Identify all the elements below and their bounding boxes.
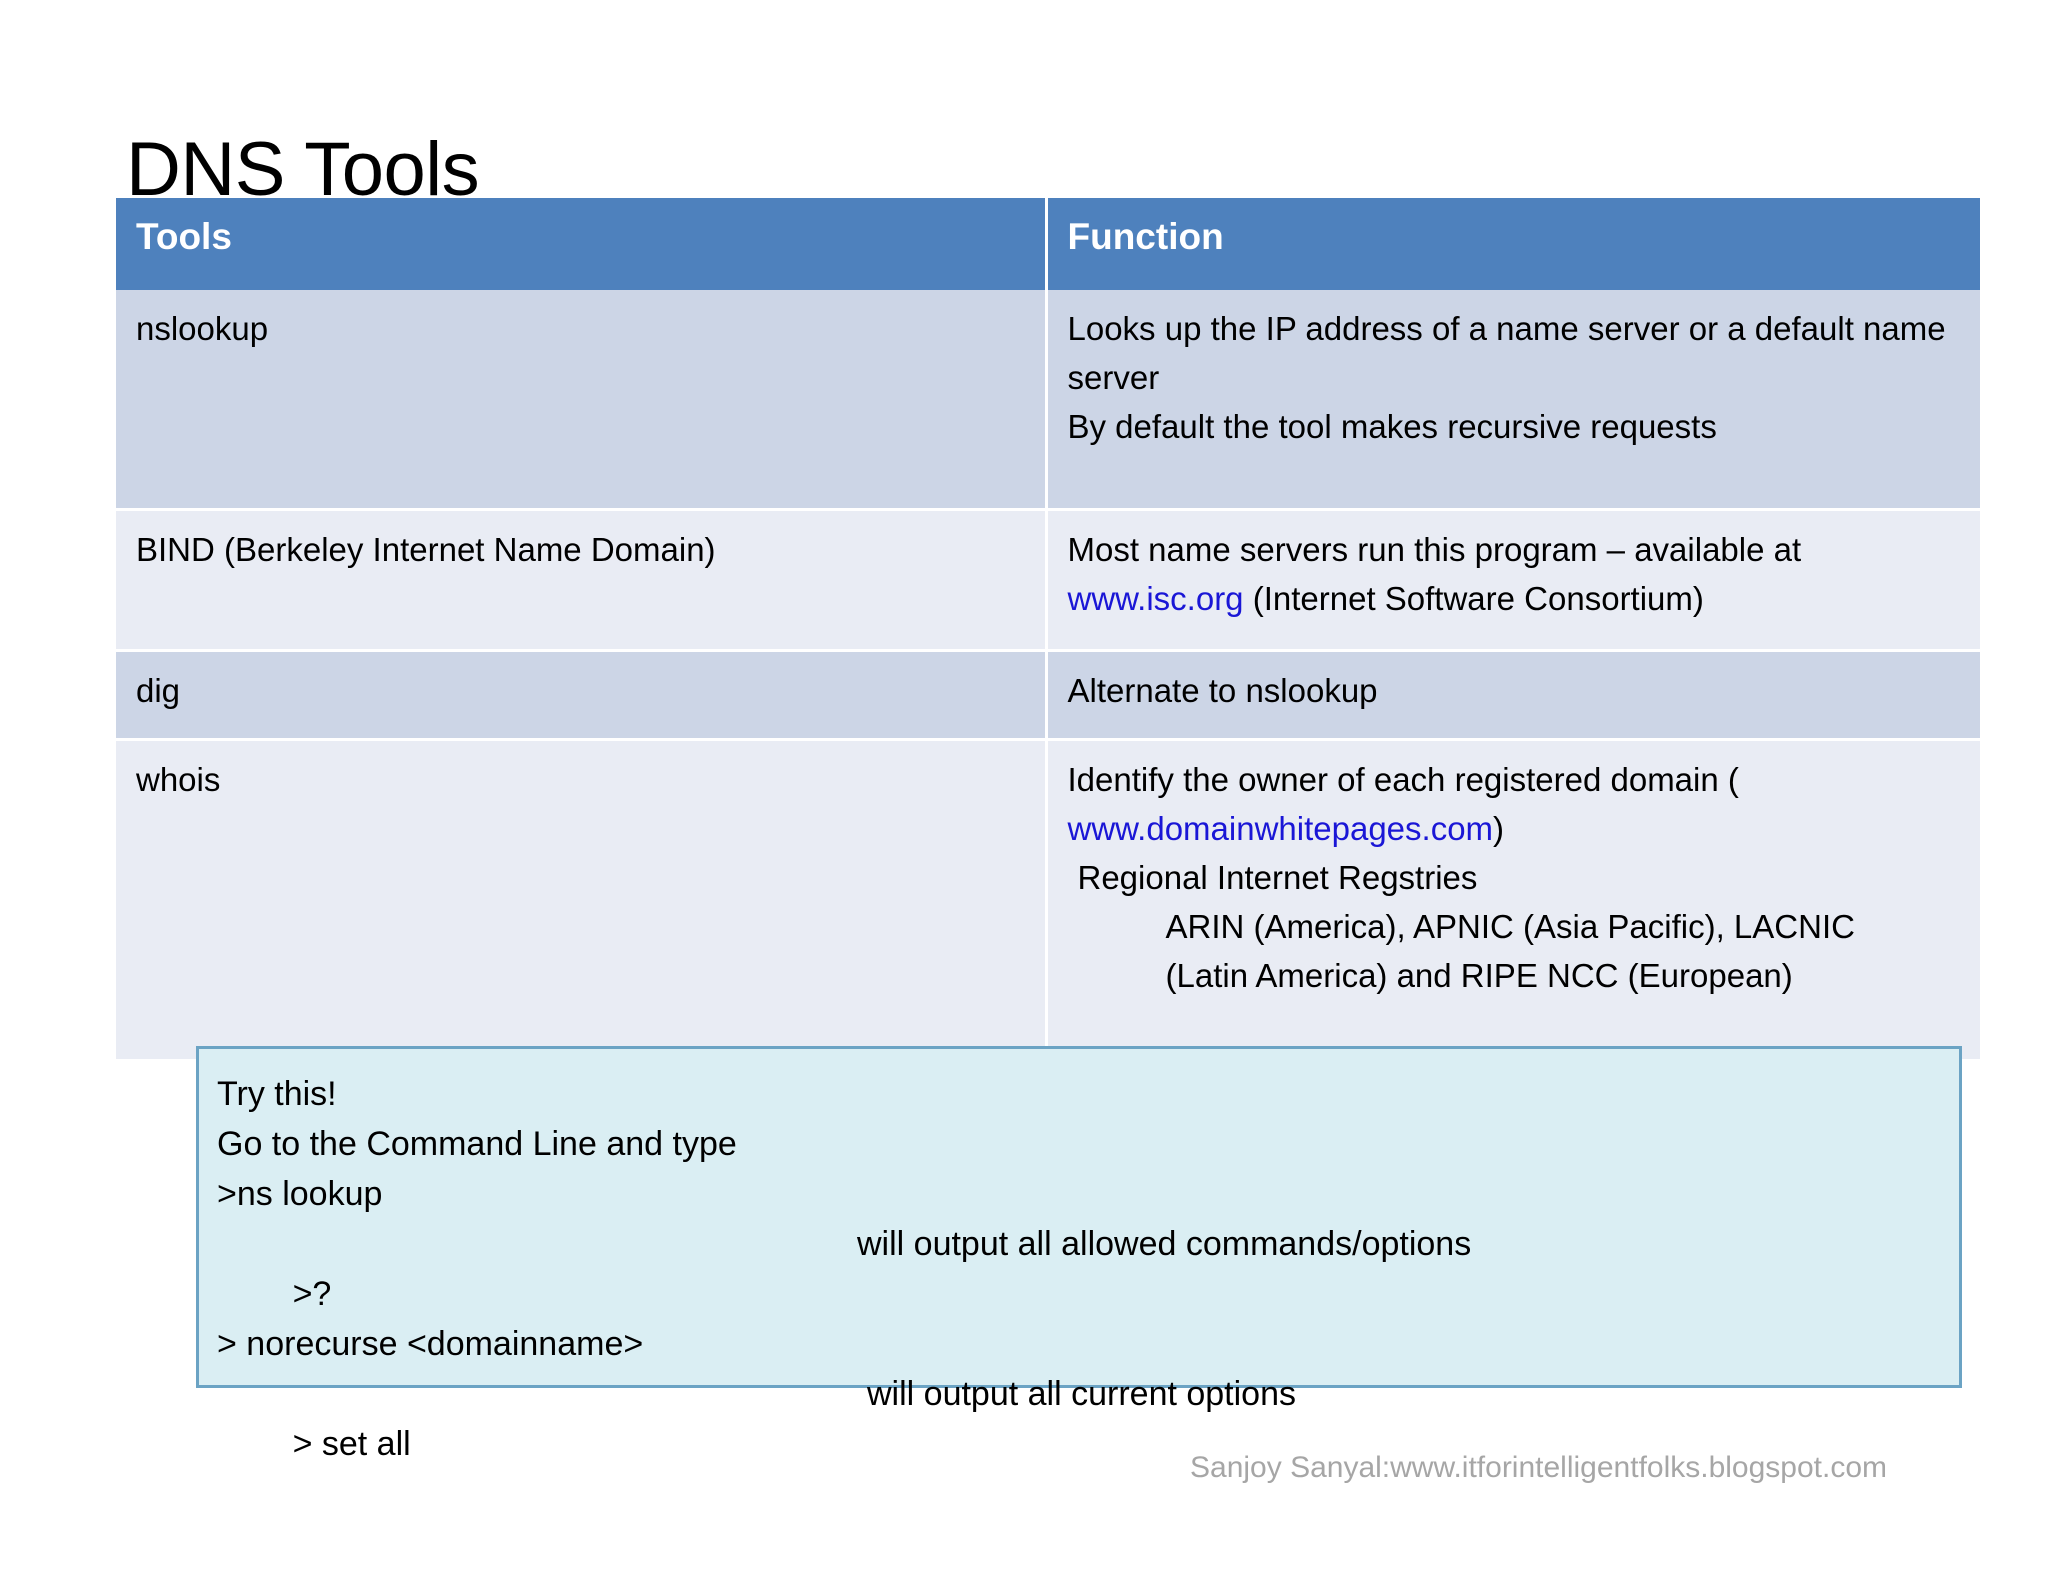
function-text-line: ) <box>1493 810 1505 847</box>
cell-tool-nslookup: nslookup <box>116 290 1048 511</box>
cell-function-dig: Alternate to nslookup <box>1046 650 1980 741</box>
callout-command-help: >? <box>292 1275 332 1313</box>
cell-function-whois: Identify the owner of each registered do… <box>1046 739 1980 1062</box>
callout-instruction: Go to the Command Line and type <box>217 1125 737 1163</box>
table-header: Tools Function <box>116 198 1980 290</box>
cell-tool-whois: whois <box>116 739 1048 1062</box>
function-text-line: (Internet Software Consortium) <box>1243 580 1704 617</box>
callout-command-setall-row: > set all will output all current option… <box>217 1369 1959 1463</box>
cell-tool-dig: dig <box>116 650 1048 741</box>
callout-command-setall: > set all <box>292 1425 411 1463</box>
dns-tools-table: Tools Function nslookup Looks up the IP … <box>116 198 1980 1062</box>
link-isc-org[interactable]: www.isc.org <box>1067 580 1244 617</box>
callout-command-nslookup: >ns lookup <box>217 1175 383 1213</box>
link-domainwhitepages-com[interactable]: www.domainwhitepages.com <box>1067 810 1494 847</box>
callout-command-help-row: >? will output all allowed commands/opti… <box>217 1219 1959 1313</box>
function-text-line: By default the tool makes recursive requ… <box>1067 408 1717 445</box>
cell-tool-bind: BIND (Berkeley Internet Name Domain) <box>116 509 1048 652</box>
callout-heading: Try this! <box>217 1075 337 1113</box>
callout-spacer <box>217 1269 1959 1319</box>
cell-function-nslookup: Looks up the IP address of a name server… <box>1046 290 1980 511</box>
cell-function-bind: Most name servers run this program – ava… <box>1046 509 1980 652</box>
column-header-function: Function <box>1046 198 1980 290</box>
column-header-tools: Tools <box>116 198 1048 290</box>
function-text-line: Regional Internet Regstries <box>1077 859 1478 896</box>
function-text-line: Identify the owner of each registered do… <box>1067 761 1739 798</box>
table-row: BIND (Berkeley Internet Name Domain) Mos… <box>116 509 1980 652</box>
callout-command-norecurse: > norecurse <domainname> <box>217 1325 644 1363</box>
table-header-row: Tools Function <box>116 198 1980 290</box>
slide-canvas: DNS Tools Tools Function nslookup Looks … <box>116 126 1980 1484</box>
callout-note-help: will output all allowed commands/options <box>857 1225 1472 1263</box>
try-this-content: Try this! Go to the Command Line and typ… <box>199 1049 1959 1463</box>
footer-credit: Sanjoy Sanyal:www.itforintelligentfolks.… <box>1190 1451 1888 1484</box>
table-row: whois Identify the owner of each registe… <box>116 739 1980 1062</box>
function-text-line: Most name servers run this program – ava… <box>1067 531 1802 568</box>
table-row: nslookup Looks up the IP address of a na… <box>116 290 1980 511</box>
table-row: dig Alternate to nslookup <box>116 650 1980 741</box>
try-this-callout: Try this! Go to the Command Line and typ… <box>196 1046 1962 1463</box>
callout-note-setall: will output all current options <box>867 1375 1297 1413</box>
function-text-line: ARIN (America), APNIC (Asia Pacific), LA… <box>1165 908 1855 945</box>
function-text-line: Looks up the IP address of a name server… <box>1067 310 1946 396</box>
page-title: DNS Tools <box>126 126 480 212</box>
function-text-line: (Latin America) and RIPE NCC (European) <box>1165 957 1793 994</box>
table-body: nslookup Looks up the IP address of a na… <box>116 290 1980 1062</box>
